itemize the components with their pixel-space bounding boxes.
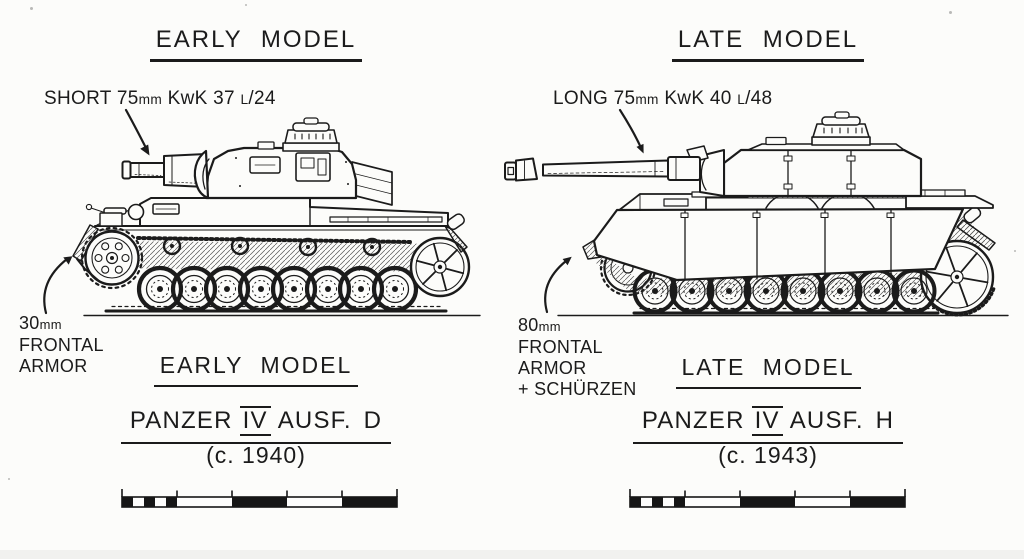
gun-annotation-left: SHORT 75mm KwK 37 L/24 [44, 88, 276, 110]
model-post: AUSF. D [277, 407, 383, 434]
gun-annotation-left-part: SHORT 75 [44, 88, 139, 109]
armor-unit: mm [538, 319, 561, 334]
early-model-subtitle: EARLY MODEL [0, 352, 512, 387]
roman-numeral: IV [751, 406, 783, 436]
early-hull [85, 197, 465, 231]
armor-unit: mm [39, 317, 62, 332]
late-model-subtitle-text: LATE MODEL [675, 354, 861, 389]
early-bow-edge [76, 258, 100, 282]
scale-bar-left [121, 489, 398, 508]
late-cupola [811, 111, 871, 146]
early-idler-wheel [409, 236, 471, 298]
armor-arrow-left [43, 256, 73, 315]
gun-annotation-right-part: KwK 40 [658, 88, 738, 109]
late-exhaust [963, 206, 982, 224]
scan-speck [1014, 250, 1016, 252]
armor-line: ARMOR [518, 358, 587, 378]
early-model-title: EARLY MODEL [0, 26, 512, 62]
year-caption-left: (c. 1940) [206, 442, 306, 468]
gun-annotation-left-part: KwK 37 [162, 88, 241, 109]
gun-annotation-right: LONG 75mm KwK 40 L/48 [553, 88, 772, 110]
late-model-subtitle: LATE MODEL [512, 354, 1024, 389]
fender-toolbox [99, 212, 123, 227]
armor-annotation-left-value-line: 30mm [19, 313, 104, 335]
early-road-wheels [139, 268, 416, 310]
tank-drawing-early [43, 108, 481, 317]
schuerzen-hull-skirt [592, 207, 965, 282]
roman-numeral: IV [239, 406, 271, 436]
early-track-shadow [94, 241, 448, 272]
muzzle-brake [504, 157, 538, 182]
armor-annotation-right-value-line: 80mm [518, 315, 637, 337]
early-cupola [282, 117, 340, 152]
short-gun-muzzle [121, 160, 132, 180]
late-model-title: LATE MODEL [512, 26, 1024, 62]
scale-bar-right [629, 489, 906, 508]
armor-annotation-right: 80mm FRONTAL ARMOR + SCHÜRZEN [518, 315, 637, 400]
gun-arrow-left [124, 108, 150, 156]
gun-annotation-left-caliber-l: L [240, 92, 249, 107]
early-air-intake [351, 161, 393, 206]
model-pre: PANZER [641, 407, 745, 434]
armor-value: 30 [19, 313, 40, 333]
exhaust-muffler [446, 213, 465, 231]
scan-speck [30, 7, 33, 10]
year-caption-right: (c. 1943) [718, 442, 818, 468]
model-post: AUSF. H [789, 407, 895, 434]
early-turret [204, 141, 358, 200]
late-rear-mudflap [956, 219, 996, 251]
early-short-gun [121, 153, 207, 188]
armor-line: FRONTAL [19, 335, 104, 355]
gun-annotation-right-caliber-l: L [737, 92, 746, 107]
bow-mg-ball [127, 203, 145, 221]
schuerzen-turret-skirt [722, 148, 923, 198]
early-model-title-text: EARLY MODEL [149, 26, 363, 62]
side-rail [329, 216, 443, 223]
tank-drawing-late [504, 108, 1009, 317]
armor-line: ARMOR [19, 356, 88, 376]
scan-noise-strip [0, 550, 1024, 559]
armor-line: FRONTAL [518, 337, 603, 357]
scan-speck [8, 478, 10, 480]
early-model-subtitle-text: EARLY MODEL [153, 352, 359, 387]
armor-line: + SCHÜRZEN [518, 379, 637, 399]
gun-arrow-right [618, 108, 644, 154]
gun-annotation-right-unit: mm [635, 92, 659, 107]
armor-value: 80 [518, 315, 539, 335]
scan-speck [949, 11, 952, 14]
early-drive-sprocket [80, 226, 144, 290]
gun-annotation-right-part: LONG 75 [553, 88, 636, 109]
gun-annotation-right-part: /48 [745, 88, 773, 109]
scan-speck [245, 4, 247, 6]
late-model-title-text: LATE MODEL [671, 26, 865, 62]
early-mantlet [193, 149, 210, 200]
armor-annotation-left: 30mm FRONTAL ARMOR [19, 313, 104, 377]
armor-arrow-right [544, 256, 572, 314]
gun-annotation-left-unit: mm [138, 92, 163, 107]
late-long-gun [504, 156, 701, 182]
model-pre: PANZER [129, 407, 233, 434]
gun-annotation-left-part: /24 [248, 88, 276, 109]
